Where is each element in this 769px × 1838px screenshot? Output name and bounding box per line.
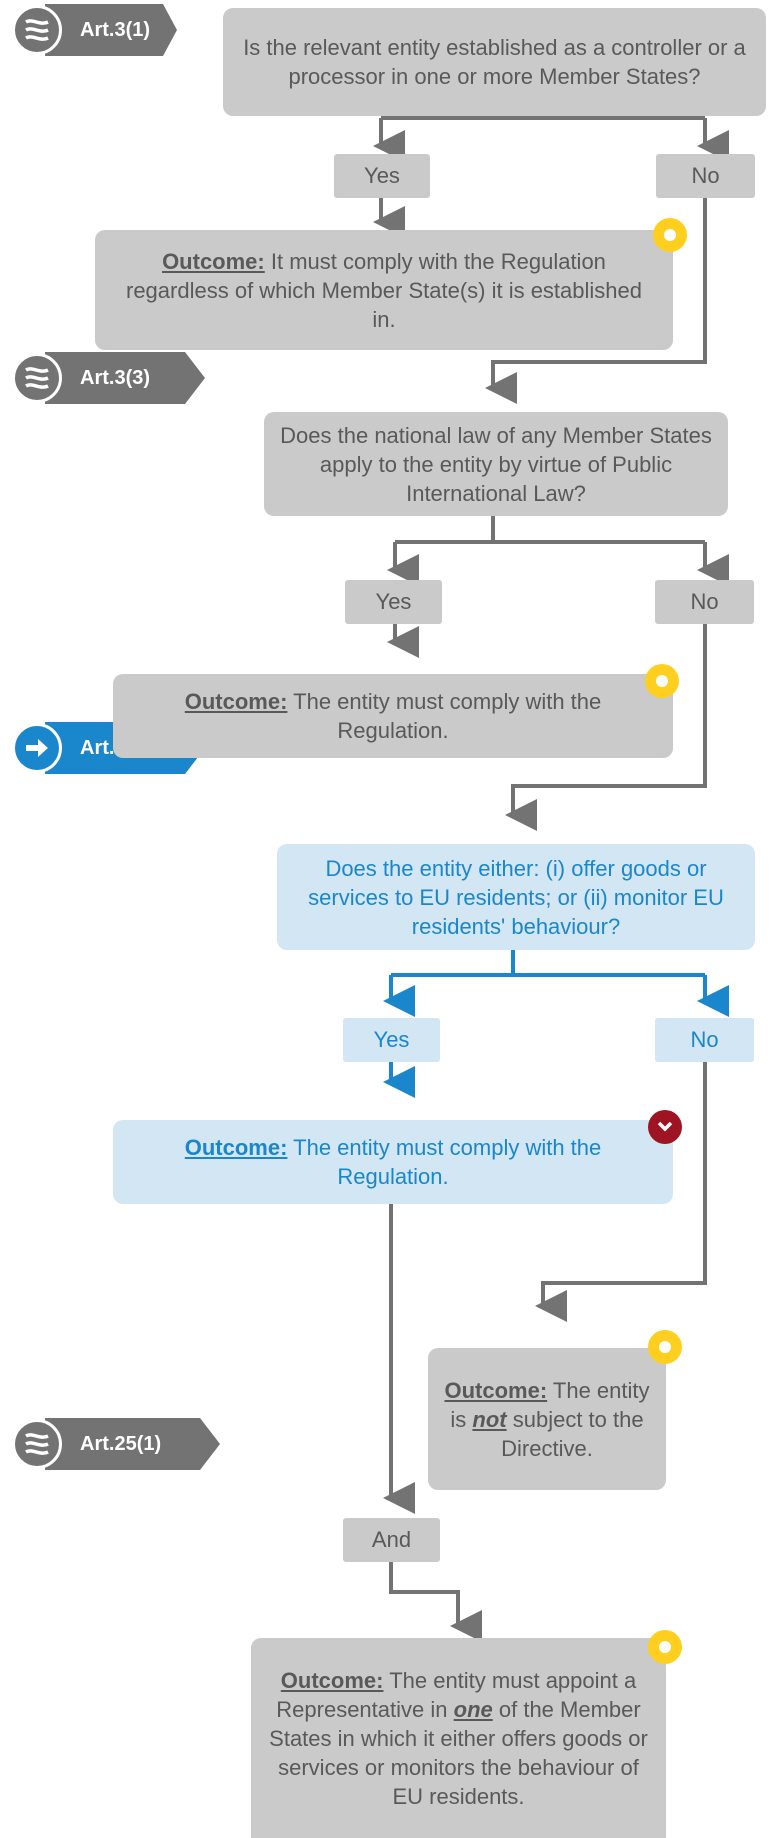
- outcome-3: Outcome: The entity must comply with the…: [113, 1120, 673, 1204]
- article-label: Art.3(1): [80, 18, 151, 41]
- article-badge-3-3: Art.3(3): [45, 352, 205, 404]
- outcome-label: Outcome:: [184, 1135, 288, 1160]
- question-2: Does the national law of any Member Stat…: [264, 412, 728, 516]
- question-3: Does the entity either: (i) offer goods …: [277, 844, 755, 950]
- answer-no: No: [655, 1018, 754, 1062]
- note-icon[interactable]: [648, 1330, 682, 1364]
- outcome-text: subject to the Directive.: [501, 1406, 644, 1461]
- article-badge-25-1: Art.25(1): [45, 1418, 220, 1470]
- note-icon[interactable]: [645, 664, 679, 698]
- outcome-label: Outcome:: [162, 248, 265, 274]
- outcome-label: Outcome:: [444, 1377, 548, 1403]
- outcome-text: of the Member States in which it either …: [269, 1696, 648, 1809]
- outcome-emphasis: one: [453, 1696, 493, 1722]
- answer-label: Yes: [375, 589, 412, 614]
- outcome-text: The entity must comply with the Regulati…: [293, 1135, 602, 1189]
- answer-no: No: [655, 580, 754, 624]
- answer-label: No: [691, 163, 720, 188]
- article-label: Art.25(1): [80, 1432, 162, 1455]
- regulation-flag-icon: [12, 353, 62, 403]
- outcome-text: The entity must comply with the Regulati…: [293, 689, 602, 743]
- outcome-emphasis: not: [472, 1406, 507, 1432]
- question-text: Does the national law of any Member Stat…: [280, 422, 712, 506]
- chevron-down-icon[interactable]: [648, 1110, 682, 1144]
- question-text: Does the entity either: (i) offer goods …: [308, 855, 724, 939]
- answer-yes: Yes: [345, 580, 442, 624]
- outcome-label: Outcome:: [184, 689, 288, 714]
- regulation-flag-icon: [12, 5, 62, 55]
- answer-label: Yes: [373, 1027, 410, 1052]
- and-connector: And: [343, 1518, 440, 1562]
- outcome-4: Outcome: The entity is not subject to th…: [428, 1348, 666, 1490]
- answer-yes: Yes: [334, 154, 430, 198]
- regulation-flag-icon: [12, 1419, 62, 1469]
- note-icon[interactable]: [648, 1630, 682, 1664]
- article-label: Art.3(3): [80, 366, 151, 389]
- outcome-label: Outcome:: [280, 1667, 384, 1693]
- note-icon[interactable]: [653, 218, 687, 252]
- outcome-text: The entity must appoint a Representative…: [276, 1667, 637, 1722]
- outcome-text: It must comply with the Regulation regar…: [126, 248, 642, 332]
- question-1: Is the relevant entity established as a …: [223, 8, 766, 116]
- answer-label: Yes: [364, 163, 400, 188]
- answer-yes: Yes: [343, 1018, 440, 1062]
- question-text: Is the relevant entity established as a …: [243, 35, 746, 89]
- arrow-right-icon: [12, 723, 62, 773]
- answer-no: No: [656, 154, 755, 198]
- answer-label: No: [690, 1027, 719, 1052]
- outcome-text: The entity is: [450, 1377, 650, 1432]
- outcome-5: Outcome: The entity must appoint a Repre…: [251, 1638, 666, 1838]
- outcome-2: Outcome: The entity must comply with the…: [113, 674, 673, 758]
- article-badge-3-1: Art.3(1): [45, 4, 177, 56]
- and-label: And: [371, 1527, 412, 1552]
- answer-label: No: [690, 589, 719, 614]
- outcome-1: Outcome: It must comply with the Regulat…: [95, 230, 673, 350]
